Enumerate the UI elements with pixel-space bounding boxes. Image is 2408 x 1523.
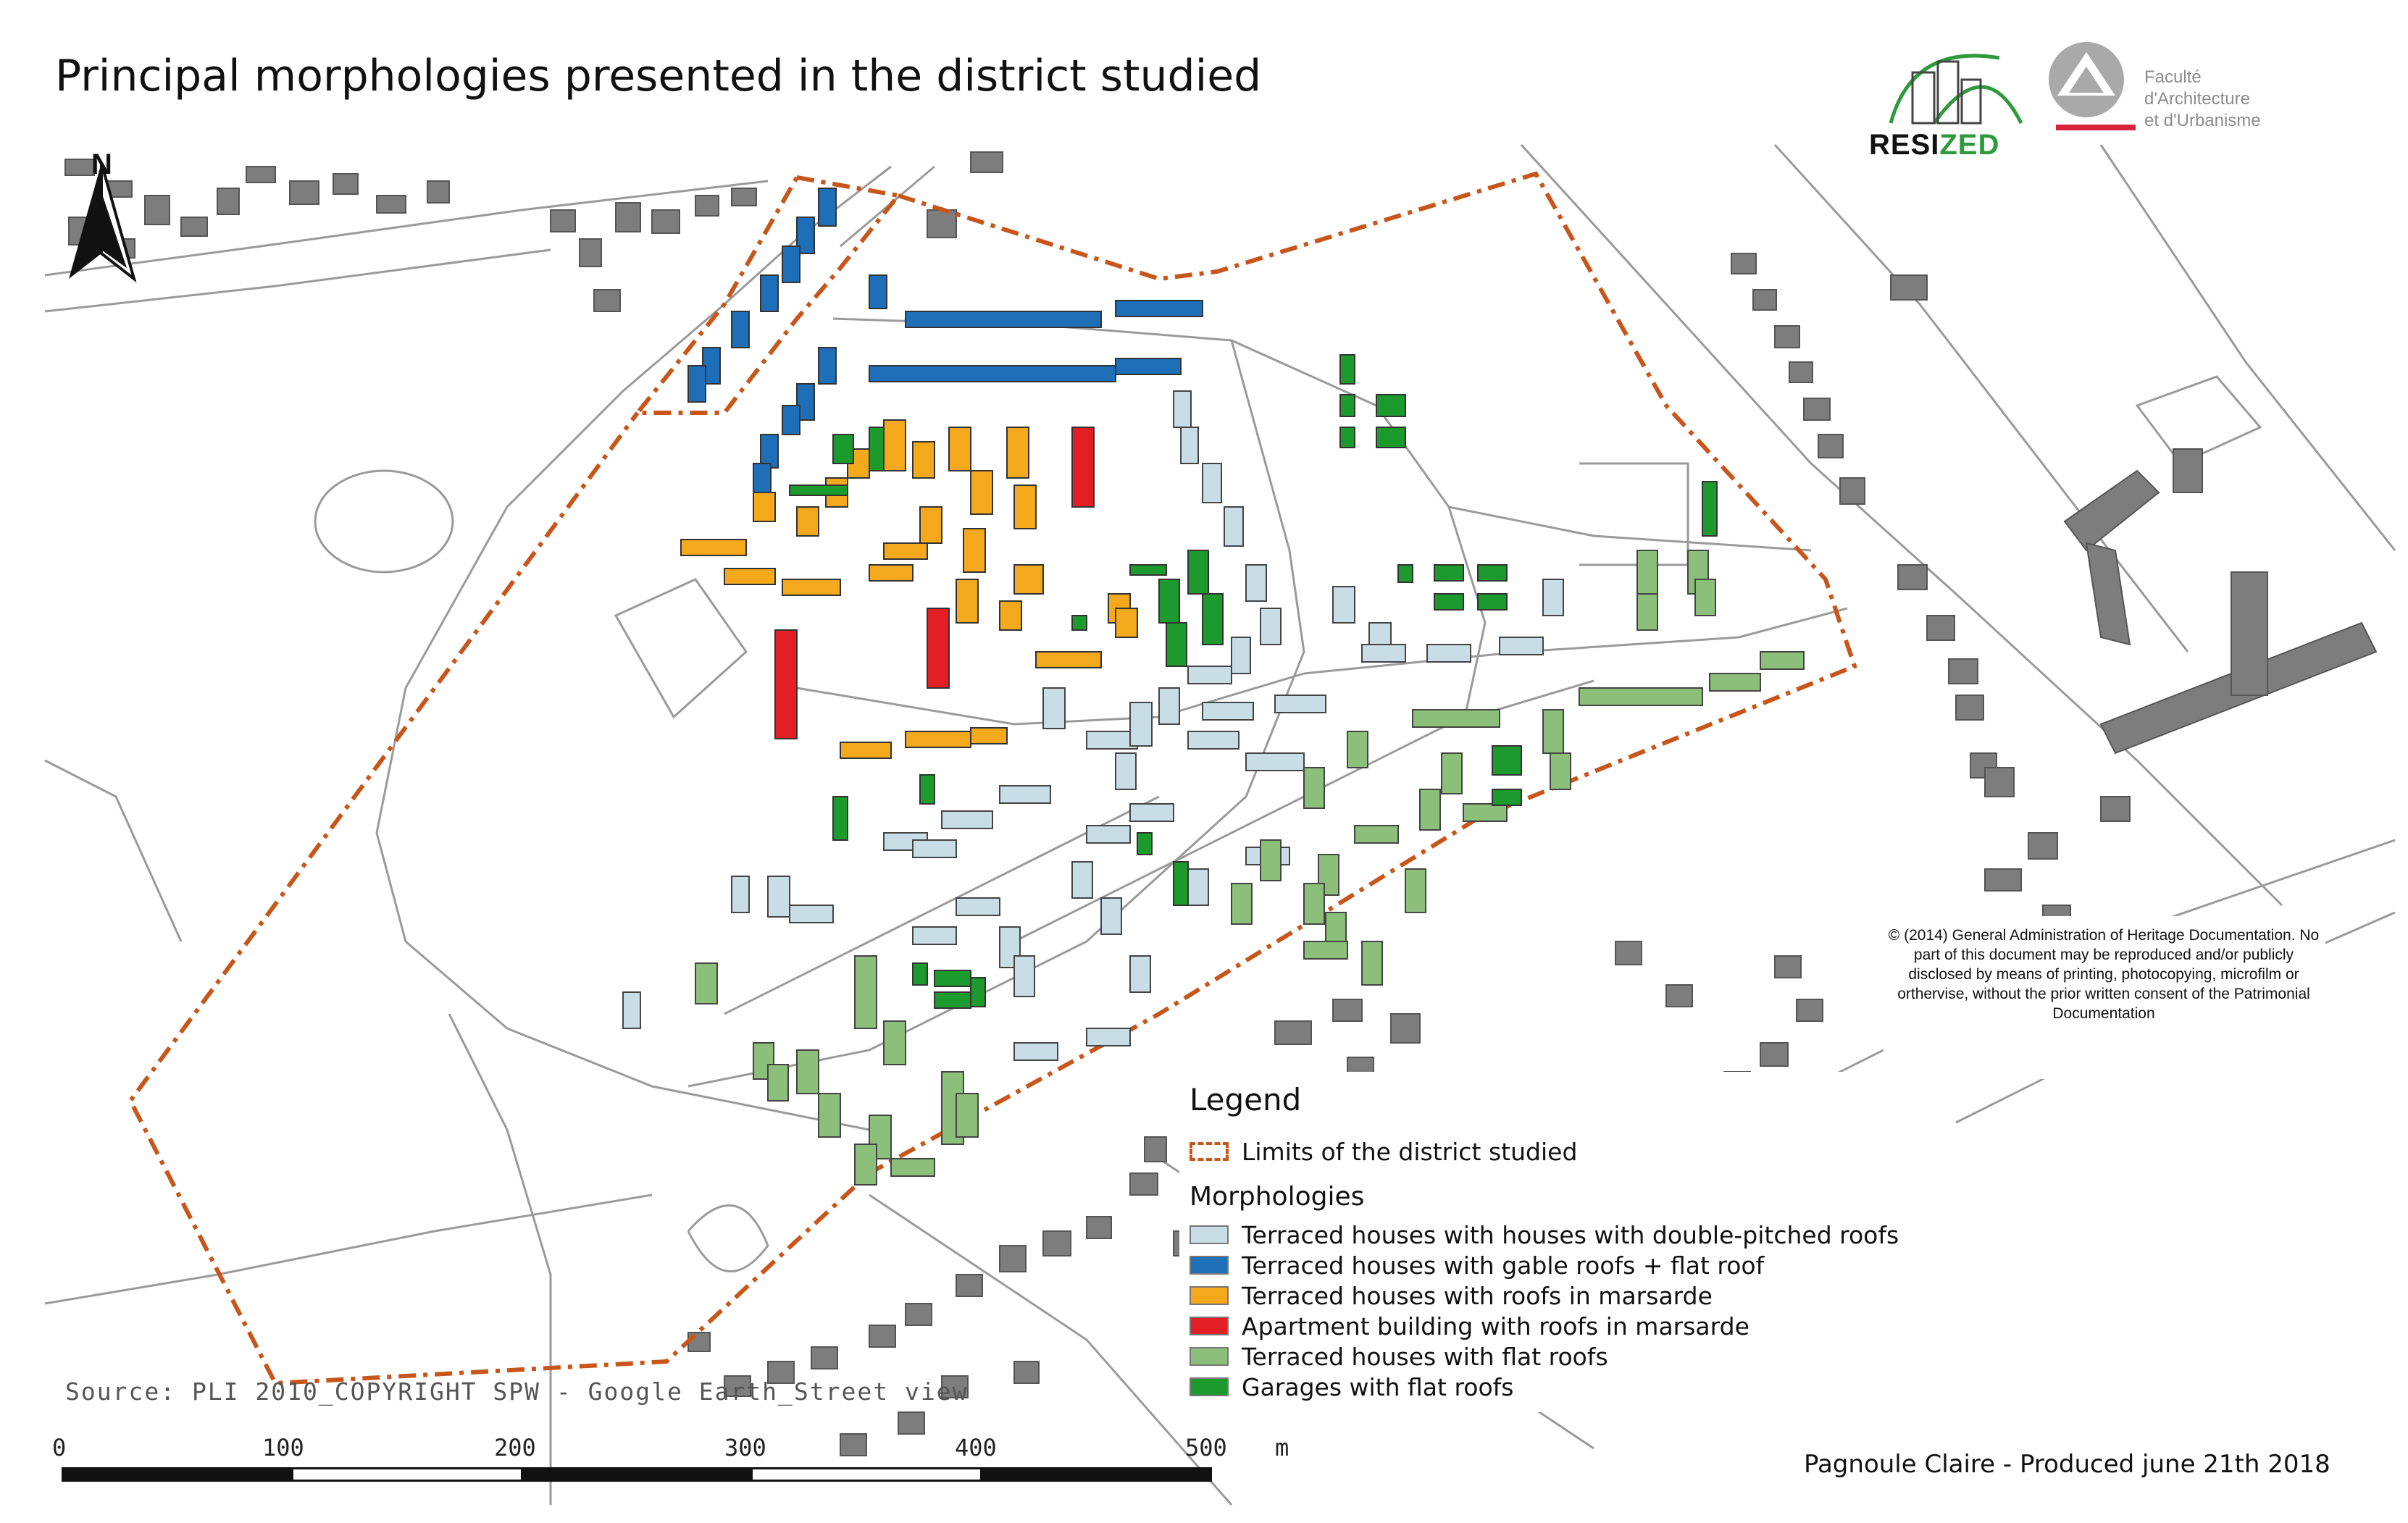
legend-label: Terraced houses with roofs in marsarde bbox=[1242, 1281, 1713, 1310]
legend-title: Legend bbox=[1190, 1082, 1302, 1117]
legend-item: Terraced houses with gable roofs + flat … bbox=[1190, 1251, 1764, 1280]
scale-tick-label: 500 bbox=[1185, 1434, 1227, 1461]
north-arrow bbox=[69, 162, 137, 283]
scale-segment bbox=[751, 1467, 982, 1482]
scale-tick-label: 300 bbox=[724, 1434, 766, 1461]
map-title: Principal morphologies presented in the … bbox=[55, 51, 1262, 101]
red-apartment-buildings bbox=[774, 427, 1095, 739]
legend: Legend Limits of the district studied Mo… bbox=[1179, 1072, 1899, 1412]
legend-item: Apartment building with roofs in marsard… bbox=[1190, 1312, 1749, 1341]
blue-gable-buildings bbox=[687, 188, 1203, 498]
legend-item: Terraced houses with roofs in marsarde bbox=[1190, 1281, 1713, 1310]
legend-subtitle: Morphologies bbox=[1190, 1182, 1365, 1212]
scale-bar: 0 100 200 300 400 500 m bbox=[51, 1434, 1355, 1492]
legend-label: Terraced houses with gable roofs + flat … bbox=[1242, 1251, 1765, 1280]
legend-item: Terraced houses with flat roofs bbox=[1190, 1342, 1608, 1371]
scale-segment bbox=[980, 1467, 1212, 1482]
legend-swatch bbox=[1190, 1377, 1229, 1396]
legend-item: Terraced houses with houses with double-… bbox=[1190, 1220, 1899, 1249]
legend-swatch bbox=[1190, 1317, 1229, 1335]
legend-item-limit: Limits of the district studied bbox=[1190, 1137, 1577, 1166]
copyright-notice: © (2014) General Administration of Herit… bbox=[1884, 921, 2324, 1028]
faculty-line-2: d'Architecture bbox=[2144, 89, 2250, 109]
resized-text-part1: RESI bbox=[1869, 129, 1940, 161]
faculty-logo: Faculté d'Architecture et d'Urbanisme bbox=[2043, 36, 2333, 167]
legend-label-limit: Limits of the district studied bbox=[1242, 1137, 1578, 1166]
legend-swatch bbox=[1190, 1347, 1229, 1366]
source-text: Source: PLI 2010_COPYRIGHT SPW - Google … bbox=[65, 1377, 969, 1406]
legend-item: Garages with flat roofs bbox=[1190, 1372, 1514, 1401]
legend-swatch bbox=[1190, 1225, 1229, 1244]
district-limit bbox=[127, 171, 1857, 1386]
resized-logo: RESIZED bbox=[1869, 29, 2057, 188]
scale-tick-label: 200 bbox=[494, 1434, 536, 1461]
scale-unit-label: m bbox=[1275, 1434, 1289, 1461]
scale-segment bbox=[291, 1467, 523, 1482]
north-arrow-label: N bbox=[91, 148, 112, 180]
other-buildings bbox=[64, 151, 2378, 1456]
legend-label: Apartment building with roofs in marsard… bbox=[1242, 1312, 1749, 1341]
faculty-line-3: et d'Urbanisme bbox=[2144, 111, 2261, 130]
scale-tick-label: 100 bbox=[262, 1434, 304, 1461]
legend-swatch bbox=[1190, 1286, 1229, 1305]
scale-segment bbox=[62, 1467, 293, 1482]
green-garage-buildings bbox=[789, 354, 1718, 1009]
scale-tick-label: 0 bbox=[52, 1434, 67, 1461]
credit-text: Pagnoule Claire - Produced june 21th 201… bbox=[1804, 1450, 2330, 1479]
faculty-line-1: Faculté bbox=[2144, 67, 2202, 87]
legend-label: Terraced houses with houses with double-… bbox=[1242, 1220, 1899, 1249]
scale-segment bbox=[521, 1467, 753, 1482]
legend-label: Garages with flat roofs bbox=[1242, 1372, 1514, 1401]
legend-label: Terraced houses with flat roofs bbox=[1242, 1342, 1608, 1371]
resized-text-part2: ZED bbox=[1939, 129, 2000, 161]
faculty-text: Faculté d'Architecture et d'Urbanisme bbox=[2144, 67, 2261, 132]
legend-swatch bbox=[1190, 1256, 1229, 1275]
scale-tick-label: 400 bbox=[955, 1434, 997, 1461]
lightgreen-flat-roof-buildings bbox=[695, 550, 1805, 1186]
legend-swatch-limit bbox=[1190, 1142, 1229, 1161]
